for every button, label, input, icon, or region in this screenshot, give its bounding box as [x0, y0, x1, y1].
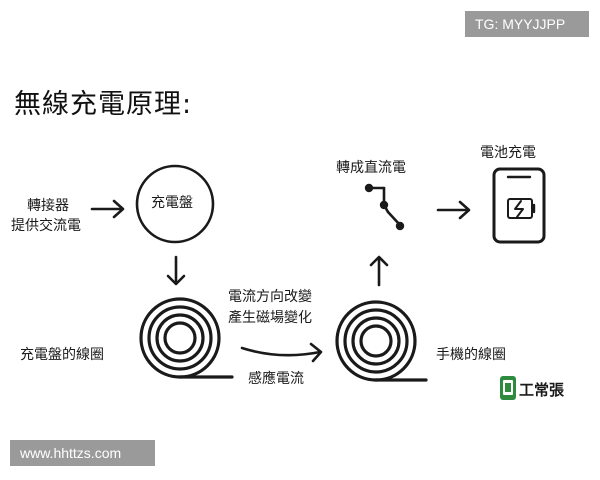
page-title: 無線充電原理:: [14, 89, 193, 120]
charger-coil-icon: [139, 297, 234, 379]
adapter-label-line1: 轉接器: [27, 198, 69, 214]
phone-coil-icon: [335, 300, 428, 382]
curved-arrow: [240, 342, 323, 363]
field-change-label-line1: 電流方向改變: [228, 289, 312, 305]
battery-arrow: [436, 200, 471, 220]
adapter-arrow: [90, 199, 125, 219]
phone-coil-label: 手機的線圈: [436, 347, 506, 363]
charger-coil-label: 充電盤的線圈: [20, 347, 104, 363]
down-arrow: [166, 255, 186, 286]
brand-logo-icon: 工常張: [500, 376, 564, 400]
up-arrow: [369, 255, 389, 287]
field-change-label-line2: 產生磁場變化: [228, 310, 312, 326]
charger-disc-circle: [135, 164, 215, 244]
rectify-label: 轉成直流電: [336, 160, 406, 176]
battery-charge-label: 電池充電: [480, 145, 536, 161]
website-watermark: www.hhttzs.com: [10, 440, 155, 466]
charger-disc-label: 充電盤: [151, 195, 193, 211]
adapter-label-line2: 提供交流電: [11, 218, 81, 234]
battery-icon: [507, 198, 536, 219]
logo-text: 工常張: [519, 381, 564, 399]
phone-icon: [492, 167, 546, 244]
telegram-watermark: TG: MYYJJPP: [465, 11, 589, 37]
rectifier-switch-dots: [364, 183, 405, 231]
induced-current-label: 感應電流: [248, 371, 304, 387]
